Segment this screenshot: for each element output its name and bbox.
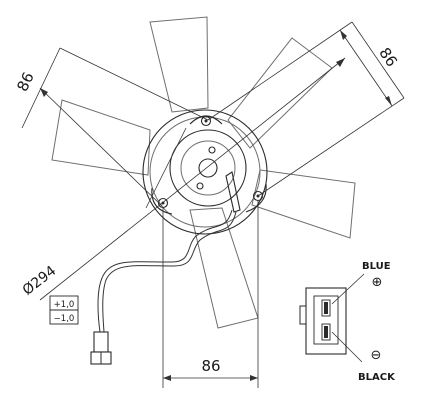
motor-hub-plate: [169, 129, 247, 207]
connector-negative-icon: ⊖: [371, 348, 382, 363]
motor-outer-ring: [142, 109, 268, 235]
blade-left: [51, 99, 151, 176]
mounting-lug-right: [245, 183, 267, 213]
mount-hole-top: [200, 115, 212, 127]
connector-pinout: [299, 273, 365, 363]
mounting-lug-left: [151, 187, 173, 215]
cable-plug: [90, 331, 112, 365]
dimension-top-right-label: 86: [375, 44, 401, 70]
dimension-top-left: [21, 47, 209, 209]
dimension-top-right: [207, 21, 405, 197]
cable-grommet: [225, 171, 241, 213]
tolerance-box: [49, 295, 79, 325]
blade-bottom: [189, 207, 259, 329]
tolerance-plus: +1,0: [54, 300, 75, 310]
dimension-top-left-label: 86: [13, 69, 38, 94]
tolerance-minus: −1,0: [54, 314, 75, 324]
shaft-hole: [198, 158, 218, 178]
connector-blue-label: BLUE: [362, 261, 391, 272]
dimension-bottom-label: 86: [201, 357, 220, 375]
dimension-bottom: [162, 200, 259, 388]
hub-ring: [180, 140, 236, 196]
fan-blades: [51, 16, 356, 329]
connector-positive-icon: ⊕: [372, 275, 383, 290]
blade-right: [251, 169, 356, 239]
dimension-diameter: [39, 57, 346, 301]
dimension-diameter-label: Ø294: [20, 263, 60, 299]
connector-black-label: BLACK: [358, 372, 396, 383]
hub-screw-top: [208, 146, 216, 154]
blade-upper-right: [227, 37, 333, 149]
power-cable: [97, 209, 237, 333]
motor-housing: [142, 109, 268, 235]
hub-screw-bottom: [196, 182, 204, 190]
blade-top: [149, 16, 209, 113]
